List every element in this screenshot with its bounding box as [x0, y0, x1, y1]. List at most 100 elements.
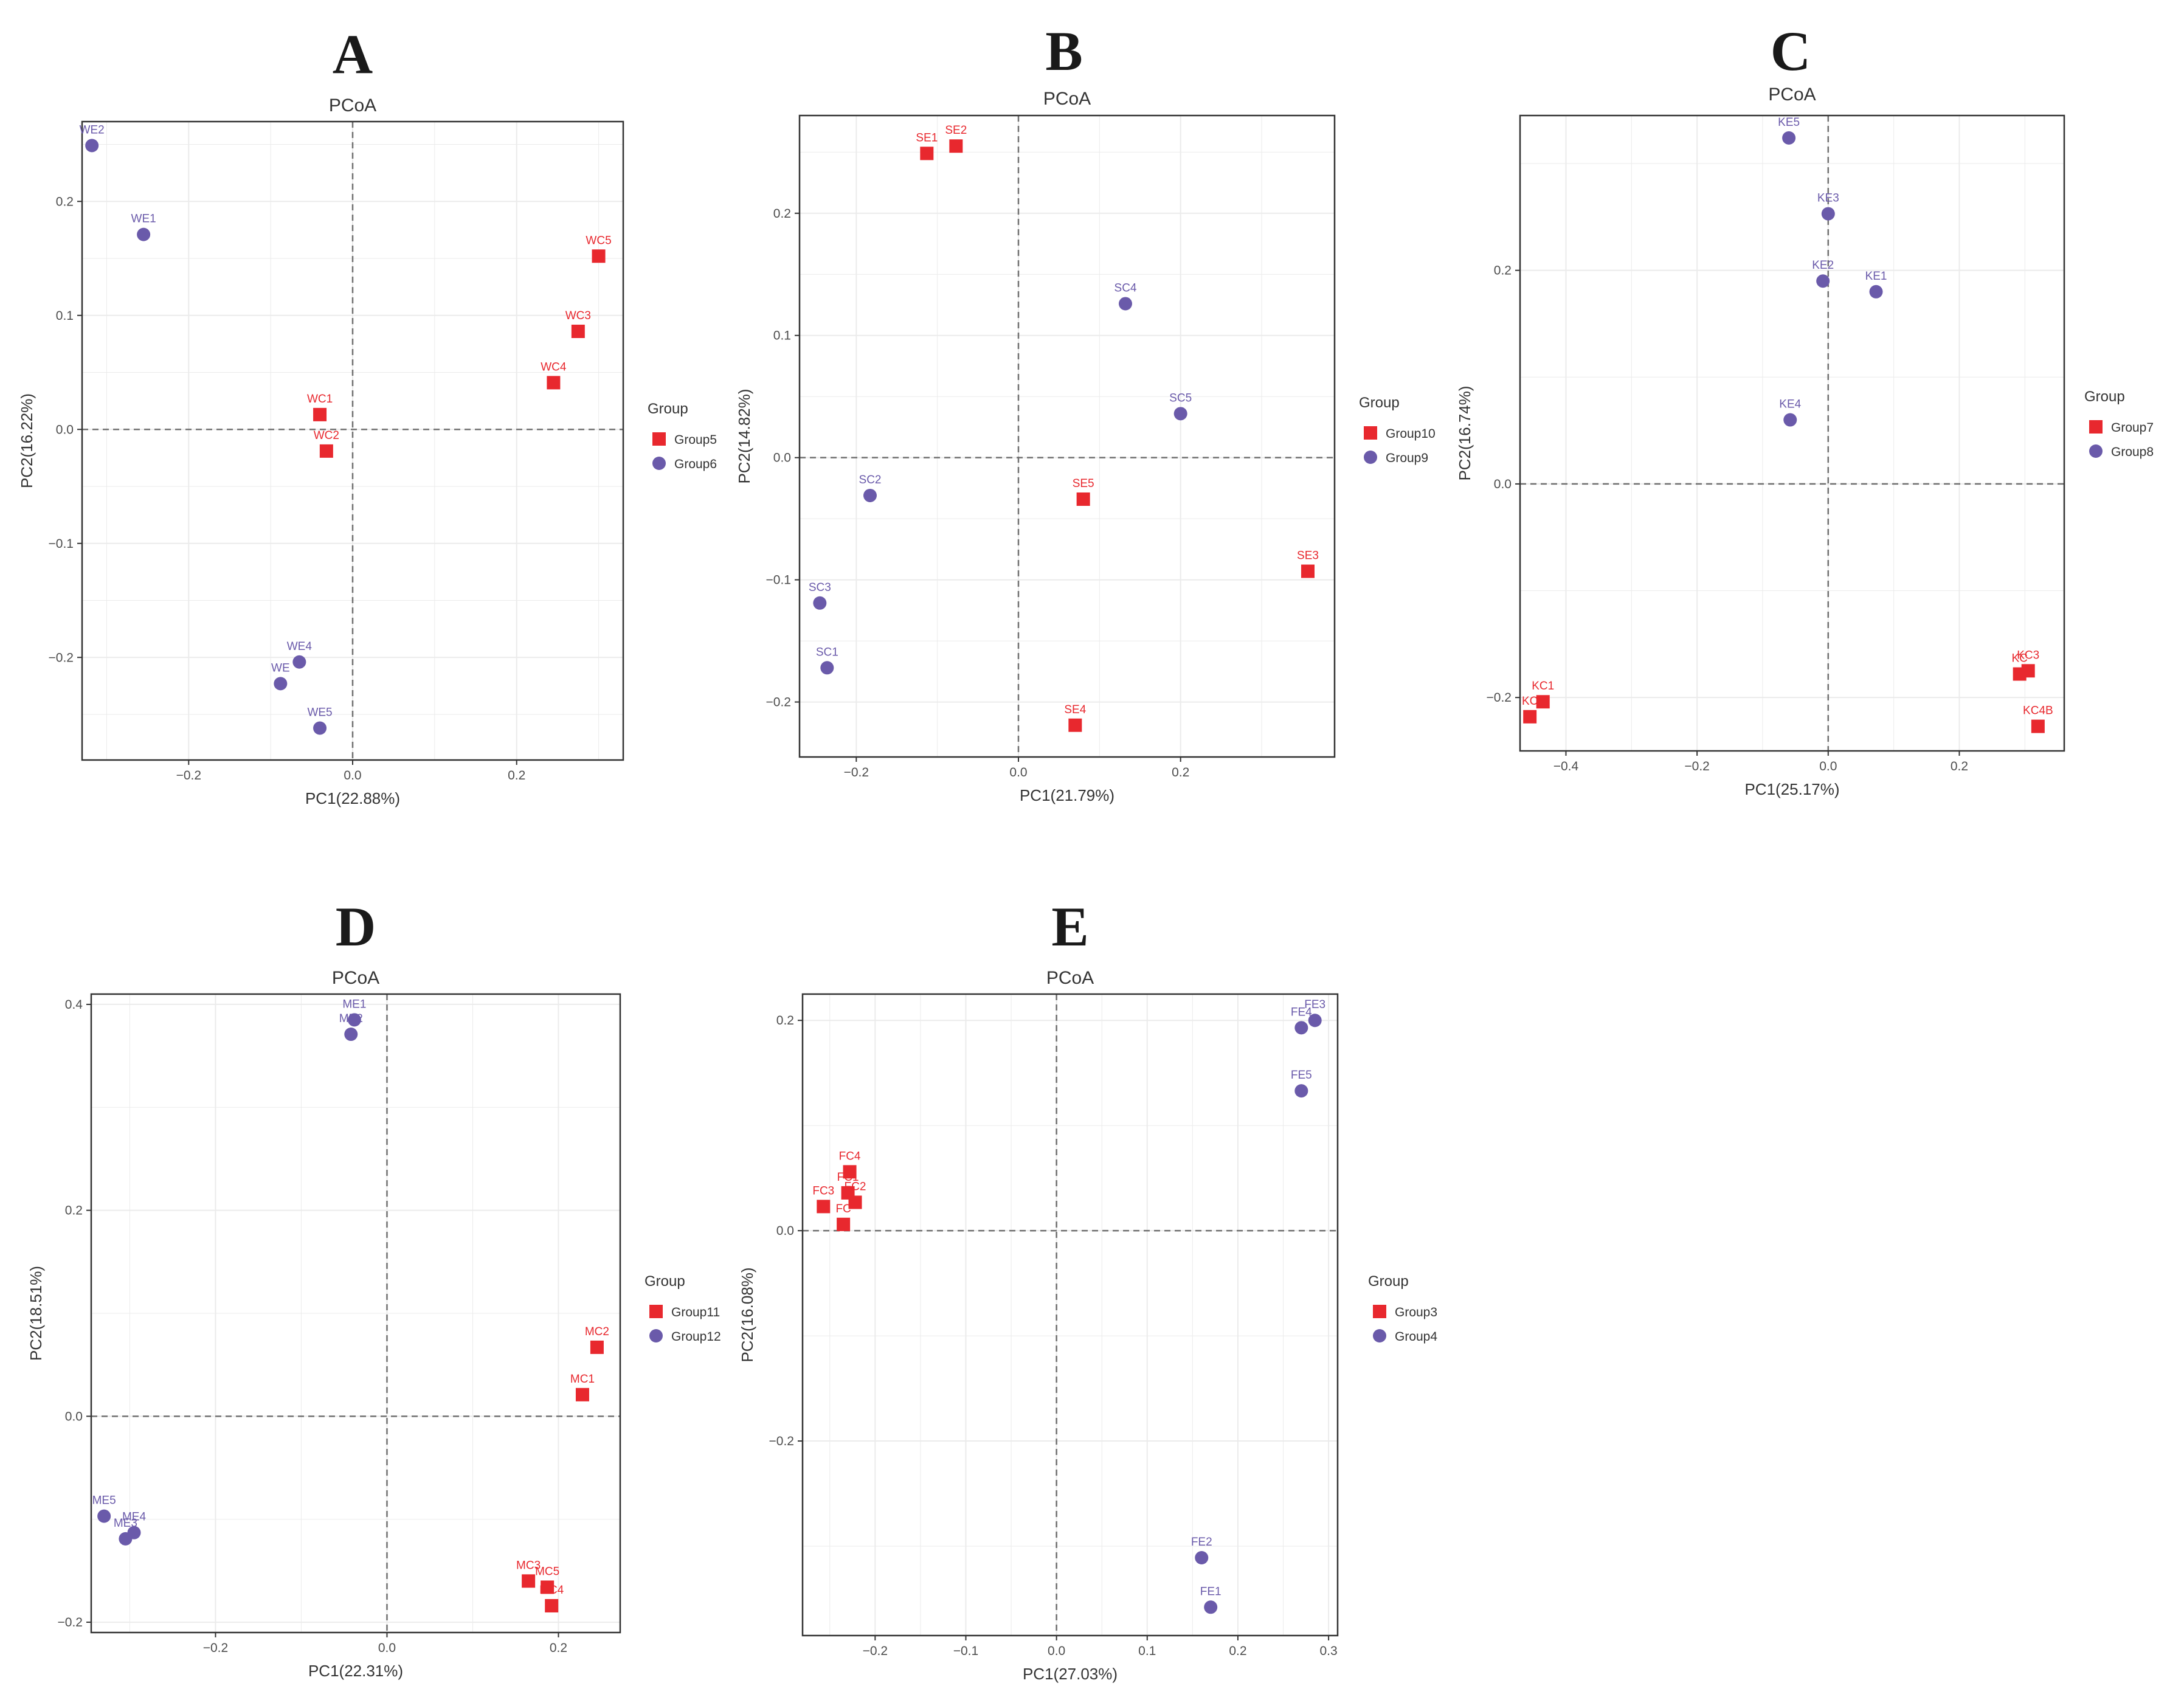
point-label: ME2 [339, 1012, 363, 1025]
panel-letter: D [336, 896, 376, 958]
point-label: KE1 [1865, 270, 1887, 283]
x-tick-label: −0.2 [176, 769, 201, 783]
point-label: KC3 [2017, 649, 2039, 662]
point-mc3 [522, 1574, 536, 1588]
point-label: WE2 [80, 123, 105, 136]
plot-border [798, 114, 1336, 758]
y-tick-label: 0.0 [65, 1409, 83, 1423]
point-we [274, 677, 288, 691]
point-wc3 [571, 325, 585, 338]
legend-entry-label: Group11 [671, 1305, 720, 1319]
legend-entry-label: Group9 [1386, 451, 1428, 465]
point-label: SE2 [945, 124, 967, 137]
legend-title: Group [2084, 389, 2125, 405]
y-tick-label: −0.2 [769, 1434, 794, 1448]
point-wc1 [313, 407, 327, 421]
x-tick-label: −0.2 [844, 765, 869, 779]
legend-key-square [649, 1305, 663, 1318]
legend-entry-label: Group12 [671, 1330, 721, 1344]
legend-key-circle [1364, 451, 1377, 464]
point-label: WE5 [307, 707, 332, 719]
plot-title: PCoA [329, 95, 376, 116]
legend-key-square [652, 432, 666, 446]
point-label: ME3 [114, 1517, 137, 1530]
x-tick-label: 0.1 [1138, 1644, 1156, 1658]
point-label: WC2 [314, 429, 339, 442]
point-mc4 [545, 1598, 559, 1612]
point-fc4 [843, 1165, 857, 1179]
x-axis-label: PC1(27.03%) [1023, 1665, 1118, 1683]
legend-title: Group [648, 401, 688, 417]
x-axis-label: PC1(21.79%) [1020, 786, 1114, 804]
plot-title: PCoA [1768, 85, 1816, 105]
point-kc [2013, 667, 2027, 681]
point-label: KC4B [2023, 705, 2053, 717]
point-fc [837, 1217, 851, 1231]
x-tick-label: −0.2 [863, 1644, 888, 1658]
y-tick-label: 0.2 [776, 1014, 794, 1028]
point-label: WE [271, 662, 290, 674]
x-axis-label: PC1(22.88%) [305, 789, 400, 807]
point-label: KE2 [1812, 259, 1834, 272]
plot-title: PCoA [1046, 968, 1094, 988]
point-sc1 [820, 661, 834, 675]
point-wc2 [319, 444, 333, 458]
panel-letter: B [1045, 20, 1082, 82]
point-label: MC1 [570, 1373, 595, 1386]
y-tick-label: 0.0 [776, 1224, 794, 1238]
point-fc3 [817, 1200, 831, 1214]
point-label: SC2 [859, 474, 882, 486]
point-label: KE4 [1779, 398, 1801, 411]
y-tick-label: 0.2 [1494, 264, 1512, 278]
point-label: MC5 [535, 1565, 559, 1578]
point-fe3 [1308, 1014, 1322, 1028]
x-tick-label: 0.0 [1048, 1644, 1065, 1658]
y-tick-label: −0.2 [49, 651, 74, 665]
y-tick-label: −0.1 [766, 573, 791, 587]
point-label: SE3 [1297, 550, 1319, 562]
y-tick-label: −0.2 [58, 1615, 83, 1629]
point-label: FC4 [839, 1150, 861, 1163]
point-label: MC4 [539, 1584, 564, 1597]
point-label: SC3 [809, 581, 831, 594]
point-label: SC5 [1169, 392, 1192, 404]
point-fe4 [1294, 1021, 1308, 1035]
legend-key-square [2089, 420, 2103, 434]
point-we1 [137, 227, 151, 241]
legend-title: Group [644, 1273, 685, 1290]
point-wc4 [547, 376, 561, 390]
x-tick-label: −0.4 [1553, 759, 1579, 773]
point-we2 [85, 139, 99, 153]
point-sc3 [813, 596, 827, 610]
point-label: KE5 [1778, 116, 1800, 129]
point-label: SC4 [1114, 282, 1137, 294]
point-label: FC2 [845, 1180, 866, 1193]
point-kc [1523, 710, 1537, 724]
point-label: WE1 [131, 213, 156, 226]
point-se4 [1068, 718, 1082, 732]
point-me2 [344, 1028, 358, 1042]
point-se2 [949, 139, 963, 153]
y-axis-label: PC2(18.51%) [27, 1266, 45, 1361]
point-fe2 [1195, 1551, 1209, 1565]
legend-key-circle [2089, 444, 2103, 458]
point-label: WC5 [586, 234, 611, 247]
point-label: FC1 [837, 1171, 859, 1184]
legend-entry-label: Group10 [1386, 427, 1436, 441]
point-me3 [119, 1532, 133, 1546]
point-mc5 [541, 1580, 555, 1594]
y-axis-label: PC2(14.82%) [735, 389, 753, 483]
point-fe5 [1294, 1084, 1308, 1098]
panel-letter: C [1771, 20, 1811, 82]
y-tick-label: 0.0 [1494, 477, 1512, 491]
x-tick-label: 0.2 [1951, 759, 1968, 773]
point-ke5 [1782, 131, 1796, 145]
y-tick-label: 0.2 [56, 195, 74, 209]
point-fc2 [848, 1195, 862, 1209]
point-fe1 [1204, 1600, 1218, 1614]
point-label: KC1 [1532, 680, 1554, 693]
